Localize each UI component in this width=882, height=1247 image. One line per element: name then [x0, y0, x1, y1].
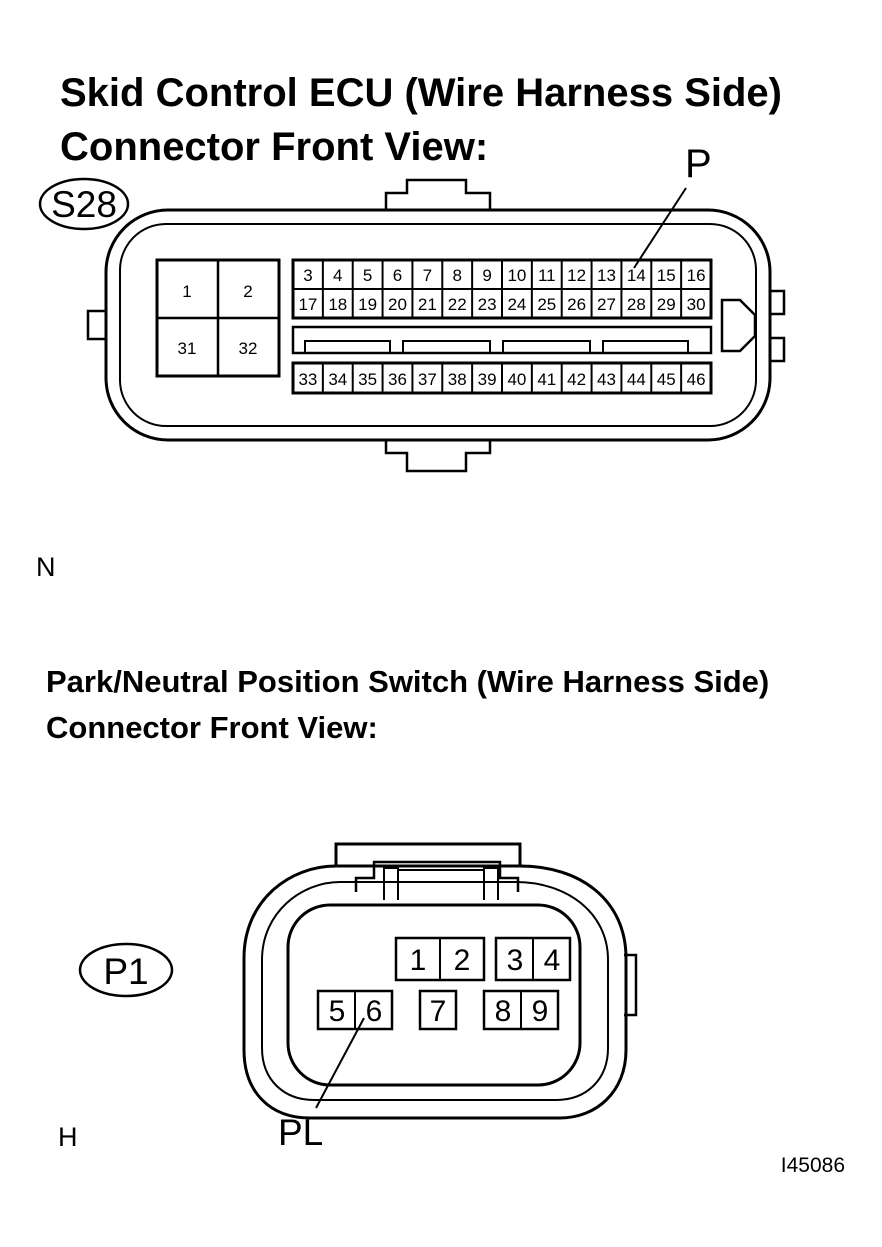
pnp-pin: 9 — [532, 995, 549, 1028]
ecu-pin: 42 — [567, 370, 586, 389]
ecu-connector-housing — [86, 178, 786, 473]
ecu-pin: 9 — [482, 266, 491, 285]
ecu-pin: 30 — [687, 295, 706, 314]
ecu-pin: 33 — [298, 370, 317, 389]
ecu-pin-callout: P — [685, 142, 712, 186]
pnp-connector-housing — [242, 842, 638, 1120]
ecu-pin: 34 — [328, 370, 347, 389]
ecu-lower-pin-grid: 33 34 35 36 37 38 39 40 41 42 43 44 45 46 — [291, 361, 713, 395]
ecu-connector-code-badge: S28 — [38, 177, 130, 231]
ecu-connector-code: S28 — [51, 184, 117, 225]
ecu-pin: 36 — [388, 370, 407, 389]
pnp-connector-code: P1 — [103, 951, 148, 992]
pnp-pin: 7 — [430, 995, 447, 1028]
pnp-pin-callout: PL — [278, 1112, 323, 1153]
ecu-pin: 43 — [597, 370, 616, 389]
ecu-pin: 7 — [423, 266, 432, 285]
ecu-pin: 24 — [507, 295, 526, 314]
ecu-title-line2: Connector Front View: — [60, 125, 488, 169]
pnp-side-letter: H — [58, 1122, 78, 1152]
ecu-large-pin-block: 1 2 31 32 — [155, 258, 281, 378]
ecu-key-strip — [291, 325, 713, 355]
ecu-pin: 25 — [537, 295, 556, 314]
ecu-pin: 5 — [363, 266, 372, 285]
ecu-pin: 38 — [448, 370, 467, 389]
ecu-pin: 1 — [182, 282, 191, 301]
ecu-pin: 28 — [627, 295, 646, 314]
ecu-pin: 12 — [567, 266, 586, 285]
ecu-pin: 19 — [358, 295, 377, 314]
ecu-upper-pin-grid: 3 4 5 6 7 8 9 10 11 12 13 14 15 16 17 18 19 20 21 22 23 24 25… — [291, 258, 713, 320]
ecu-pin: 21 — [418, 295, 437, 314]
ecu-pin: 41 — [537, 370, 556, 389]
pnp-pin: 2 — [454, 944, 471, 977]
ecu-pin: 23 — [478, 295, 497, 314]
pnp-pin: 8 — [495, 995, 512, 1028]
ecu-pin: 40 — [507, 370, 526, 389]
ecu-pin: 2 — [243, 282, 252, 301]
ecu-pin: 32 — [239, 339, 258, 358]
ecu-pin: 46 — [687, 370, 706, 389]
ecu-pin: 44 — [627, 370, 646, 389]
ecu-pin: 17 — [298, 295, 317, 314]
ecu-pin: 10 — [507, 266, 526, 285]
ecu-pin: 20 — [388, 295, 407, 314]
ecu-pin: 35 — [358, 370, 377, 389]
ecu-pin: 4 — [333, 266, 342, 285]
ecu-pin: 45 — [657, 370, 676, 389]
pnp-pin: 4 — [544, 944, 561, 977]
ecu-pin-row-1: 3 4 5 6 7 8 9 10 11 12 13 14 15 16 — [303, 266, 705, 285]
figure-id: I45086 — [781, 1154, 845, 1177]
ecu-pin: 18 — [328, 295, 347, 314]
pnp-pin: 3 — [507, 944, 524, 977]
ecu-side-letter: N — [36, 552, 56, 582]
ecu-pin: 11 — [538, 266, 556, 285]
ecu-pin: 13 — [597, 266, 616, 285]
ecu-pin: 29 — [657, 295, 676, 314]
ecu-pin-row-3: 33 34 35 36 37 38 39 40 41 42 43 44 45 46 — [298, 370, 705, 389]
pnp-connector-code-badge: P1 — [78, 942, 174, 998]
pnp-pin: 6 — [366, 995, 383, 1028]
ecu-pin: 3 — [303, 266, 312, 285]
ecu-title-line1: Skid Control ECU (Wire Harness Side) — [60, 71, 782, 115]
pnp-title-line1: Park/Neutral Position Switch (Wire Harne… — [46, 664, 769, 699]
ecu-pin: 16 — [687, 266, 706, 285]
ecu-pin-row-2: 17 18 19 20 21 22 23 24 25 26 27 28 29 30 — [298, 295, 705, 314]
ecu-pin: 26 — [567, 295, 586, 314]
ecu-pin: 31 — [178, 339, 197, 358]
ecu-pin: 37 — [418, 370, 437, 389]
ecu-pin: 27 — [597, 295, 616, 314]
ecu-pin: 39 — [478, 370, 497, 389]
pnp-pin-grid: 1 2 3 4 5 6 7 8 9 — [316, 936, 572, 1031]
ecu-pin: 6 — [393, 266, 402, 285]
pnp-callout-leader — [315, 1017, 365, 1109]
ecu-pin: 22 — [448, 295, 467, 314]
ecu-pin: 8 — [452, 266, 461, 285]
ecu-pin: 14 — [627, 266, 646, 285]
pnp-pin: 5 — [329, 995, 346, 1028]
ecu-callout-leader — [633, 187, 687, 269]
pnp-title-line2: Connector Front View: — [46, 710, 378, 745]
pnp-pin: 1 — [410, 944, 427, 977]
ecu-pin: 15 — [657, 266, 676, 285]
